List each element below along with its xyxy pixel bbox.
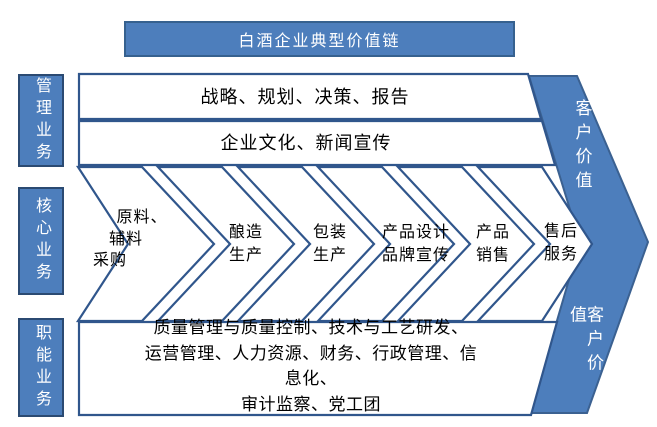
diagram-title: 白酒企业典型价值链: [238, 33, 401, 50]
chevron-packaging: [235, 165, 376, 323]
functional-row-label: 质量管理与质量控制、技术与工艺研发、 运营管理、人力资源、财务、行政管理、信息化…: [144, 318, 478, 414]
chevron-procurement: [75, 165, 216, 323]
step-procurement-line3: 采购: [92, 252, 128, 269]
sidebar-item-management: 管理业务: [18, 74, 64, 167]
chevron-brewing: [155, 165, 296, 323]
chevron-after-sales: [475, 165, 594, 323]
step-procurement-line1: 原料、: [116, 209, 168, 226]
management-row1-shape: [77, 72, 543, 121]
diagram-title-box: 白酒企业典型价值链: [124, 21, 515, 57]
customer-value-top-label: 客户价值: [572, 99, 592, 195]
step-sales-label: 产品 销售: [475, 224, 511, 264]
management-row2-shape: [77, 119, 557, 167]
customer-value-bottom-label: 客户价值: [567, 305, 603, 378]
step-after-sales-label: 售后 服务: [543, 223, 579, 263]
sidebar-core-label: 核心业务: [33, 197, 50, 285]
management-row1-label: 战略、规划、决策、报告: [200, 87, 410, 107]
sidebar-item-core: 核心业务: [18, 187, 64, 295]
step-design-branding-label: 产品设计 品牌宣传: [381, 224, 451, 264]
chevron-sales: [395, 165, 536, 323]
sidebar-item-functional: 职能业务: [18, 318, 64, 417]
sidebar-functional-label: 职能业务: [33, 323, 50, 412]
step-packaging-label: 包装 生产: [312, 224, 348, 264]
step-procurement-line2: 辅料: [108, 231, 144, 248]
step-brewing-label: 酿造 生产: [228, 224, 264, 264]
chevron-design-branding: [315, 165, 456, 323]
sidebar-management-label: 管理业务: [33, 76, 50, 165]
management-row2-label: 企业文化、新闻宣传: [220, 133, 392, 153]
